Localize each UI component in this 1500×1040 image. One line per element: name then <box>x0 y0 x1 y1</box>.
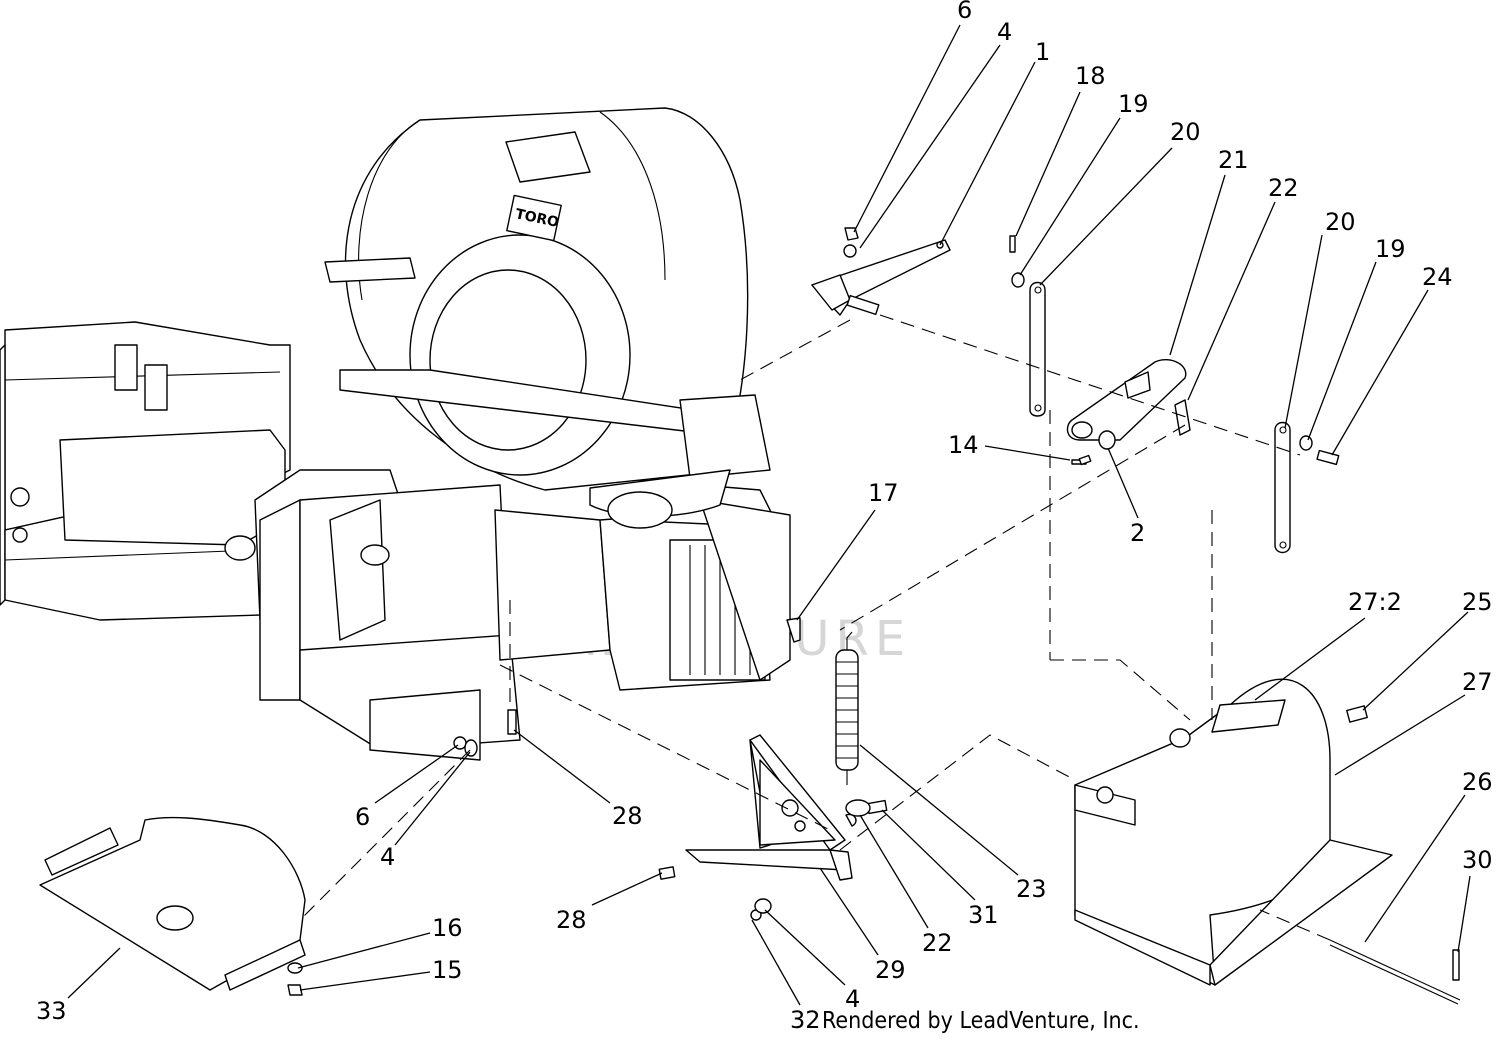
callout-22: 22 <box>922 929 953 957</box>
linkage-plates <box>1009 235 1340 554</box>
callout-20: 20 <box>1170 118 1201 146</box>
callout-30: 30 <box>1462 846 1493 874</box>
spring-and-bolt <box>786 617 859 785</box>
callout-6: 6 <box>957 0 972 24</box>
part-1-mount-bracket <box>811 227 951 316</box>
callout-18: 18 <box>1075 62 1106 90</box>
callout-14: 14 <box>948 431 979 459</box>
callout-27: 27 <box>1462 668 1493 696</box>
callout-31: 31 <box>968 901 999 929</box>
callout-15: 15 <box>432 956 463 984</box>
callout-32: 32 <box>790 1006 821 1034</box>
callout-24: 24 <box>1422 263 1453 291</box>
callout-23: 23 <box>1016 875 1047 903</box>
callout-1: 1 <box>1035 38 1050 66</box>
callout-4: 4 <box>845 985 860 1013</box>
leader-lines <box>67 24 1471 1006</box>
frame-assembly <box>0 321 791 761</box>
blower-housing: TORO <box>324 107 771 529</box>
render-credit: Rendered by LeadVenture, Inc. <box>822 1008 1140 1034</box>
part-27-discharge-chute <box>1074 678 1461 1005</box>
part-29-triangular-bracket <box>658 734 888 881</box>
callout-6: 6 <box>355 803 370 831</box>
callout-labels: 6 4 1 18 19 20 21 22 20 19 24 14 2 17 27… <box>36 0 1493 1034</box>
callout-33: 33 <box>36 997 67 1025</box>
callout-4: 4 <box>380 843 395 871</box>
callout-21: 21 <box>1218 146 1249 174</box>
callout-19: 19 <box>1375 235 1406 263</box>
callout-28: 28 <box>556 906 587 934</box>
callout-19: 19 <box>1118 90 1149 118</box>
callout-25: 25 <box>1462 588 1493 616</box>
callout-4: 4 <box>997 18 1012 46</box>
callout-28: 28 <box>612 802 643 830</box>
callout-2: 2 <box>1130 519 1145 547</box>
callout-22: 22 <box>1268 174 1299 202</box>
callout-17: 17 <box>868 479 899 507</box>
hardware <box>453 454 1092 921</box>
part-33-cover-plate <box>39 816 306 996</box>
callout-26: 26 <box>1462 768 1493 796</box>
callout-16: 16 <box>432 914 463 942</box>
assembly-centerlines <box>299 314 1331 941</box>
callout-27-2: 27:2 <box>1348 588 1402 616</box>
callout-20: 20 <box>1325 208 1356 236</box>
callout-29: 29 <box>875 956 906 984</box>
